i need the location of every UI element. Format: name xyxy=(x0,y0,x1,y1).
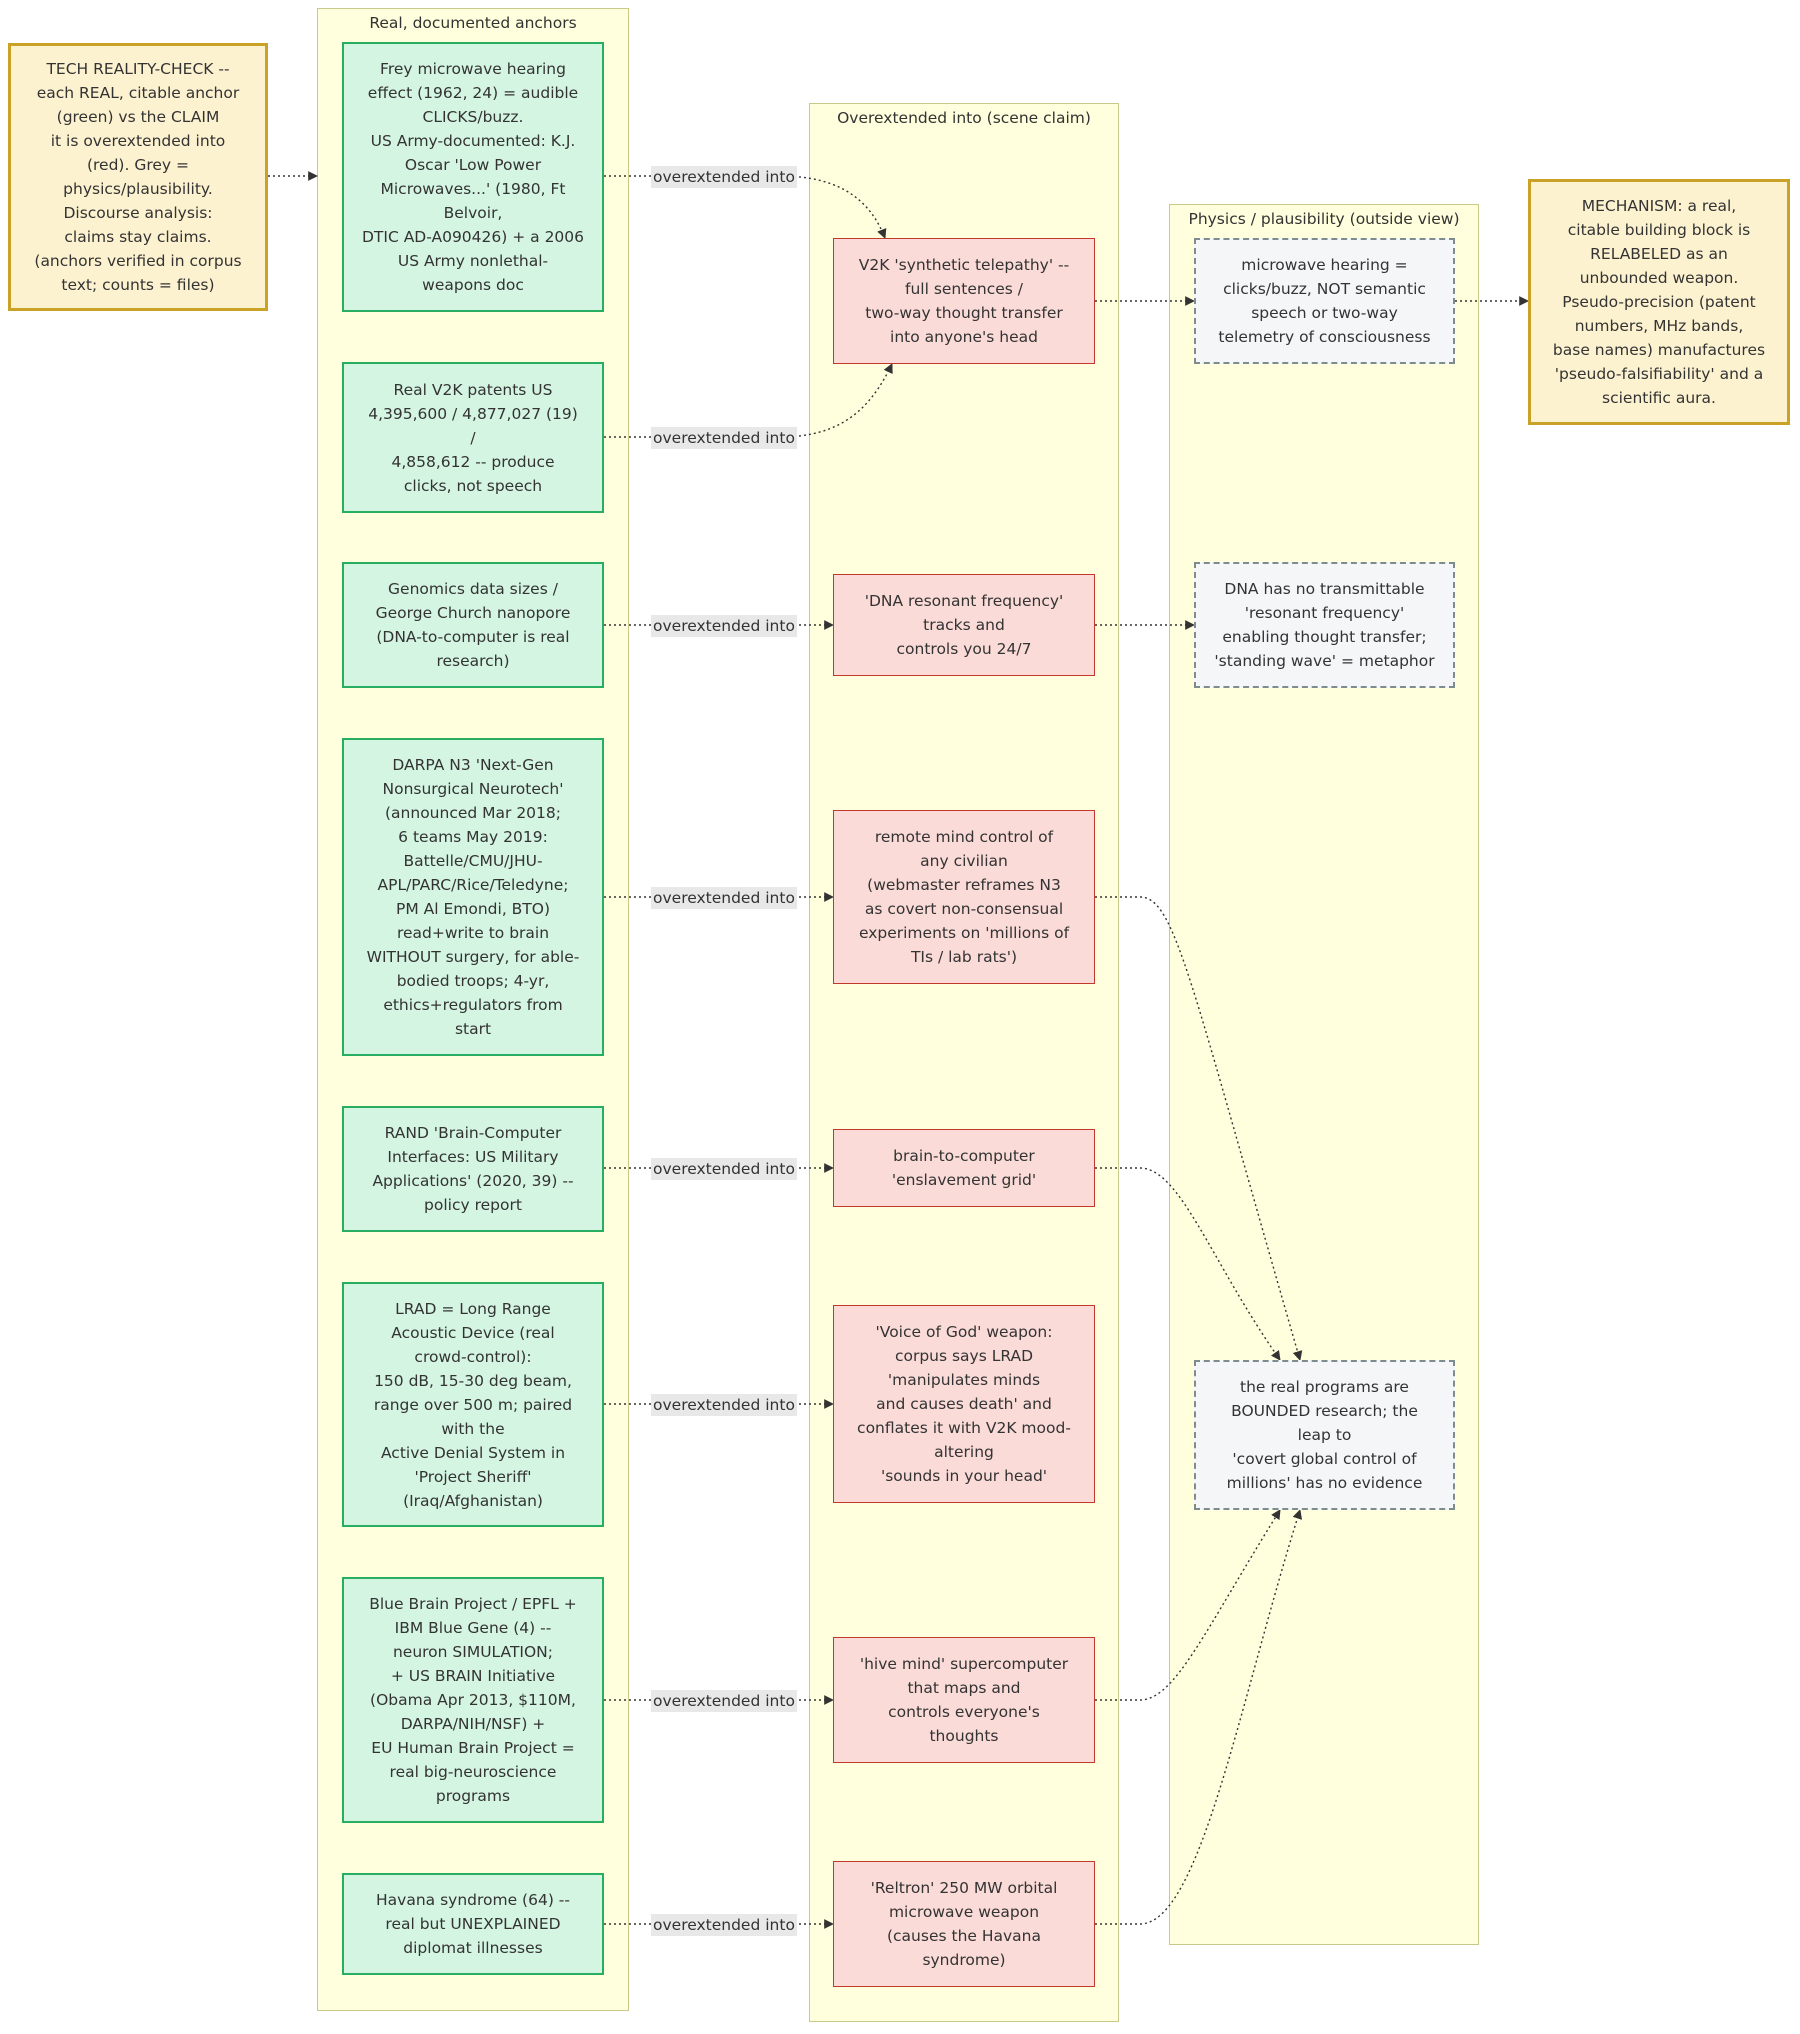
claim-dna-frequency: 'DNA resonant frequency' tracks and cont… xyxy=(833,574,1095,676)
anchor-rand-text: RAND 'Brain-Computer Interfaces: US Mili… xyxy=(372,1124,574,1214)
edge-label-patents: overextended into xyxy=(651,427,797,449)
physics-microwave-hearing: microwave hearing = clicks/buzz, NOT sem… xyxy=(1194,238,1455,364)
claim-voice-of-god: 'Voice of God' weapon: corpus says LRAD … xyxy=(833,1305,1095,1503)
mechanism-note: MECHANISM: a real, citable building bloc… xyxy=(1528,179,1790,425)
edge-frey-to-v2k xyxy=(604,175,887,239)
claim-grid-text: brain-to-computer 'enslavement grid' xyxy=(891,1147,1037,1189)
claim-hive-text: 'hive mind' supercomputer that maps and … xyxy=(859,1655,1069,1745)
edge-label-havana: overextended into xyxy=(651,1914,797,1936)
anchor-lrad-text: LRAD = Long Range Acoustic Device (real … xyxy=(373,1299,573,1510)
edge-reltron-to-bounded xyxy=(1095,1509,1303,1925)
mechanism-text: MECHANISM: a real, citable building bloc… xyxy=(1552,197,1766,407)
anchor-v2k-patents: Real V2K patents US 4,395,600 / 4,877,02… xyxy=(342,362,604,513)
physics-dna-resonance: DNA has no transmittable 'resonant frequ… xyxy=(1194,562,1455,688)
edge-label-lrad: overextended into xyxy=(651,1394,797,1416)
claim-mindcontrol-text: remote mind control of any civilian (web… xyxy=(858,828,1070,966)
anchor-frey-microwave: Frey microwave hearing effect (1962, 24)… xyxy=(342,42,604,312)
anchor-darpa-n3: DARPA N3 'Next-Gen Nonsurgical Neurotech… xyxy=(342,738,604,1056)
claims-cluster-title: Overextended into (scene claim) xyxy=(837,109,1091,127)
anchor-bluebrain-text: Blue Brain Project / EPFL + IBM Blue Gen… xyxy=(369,1595,577,1805)
claim-v2k-telepathy: V2K 'synthetic telepathy' -- full senten… xyxy=(833,238,1095,364)
claim-reltron-text: 'Reltron' 250 MW orbital microwave weapo… xyxy=(870,1879,1058,1969)
anchor-patents-text: Real V2K patents US 4,395,600 / 4,877,02… xyxy=(368,380,578,495)
physics-microwave-text: microwave hearing = clicks/buzz, NOT sem… xyxy=(1218,256,1431,346)
edge-label-genomics: overextended into xyxy=(651,615,797,637)
physics-cluster-title: Physics / plausibility (outside view) xyxy=(1188,210,1460,228)
claim-v2k-text: V2K 'synthetic telepathy' -- full senten… xyxy=(858,256,1070,346)
anchor-lrad: LRAD = Long Range Acoustic Device (real … xyxy=(342,1282,604,1527)
anchor-genomics: Genomics data sizes / George Church nano… xyxy=(342,562,604,688)
anchor-darpa-text: DARPA N3 'Next-Gen Nonsurgical Neurotech… xyxy=(366,756,580,1038)
claim-dna-text: 'DNA resonant frequency' tracks and cont… xyxy=(864,592,1064,658)
edge-label-rand: overextended into xyxy=(651,1158,797,1180)
claim-enslavement-grid: brain-to-computer 'enslavement grid' xyxy=(833,1129,1095,1207)
edge-mindcontrol-to-bounded xyxy=(1095,896,1303,1361)
physics-cluster: Physics / plausibility (outside view) xyxy=(1169,204,1479,1945)
claim-reltron: 'Reltron' 250 MW orbital microwave weapo… xyxy=(833,1861,1095,1987)
reality-check-note: TECH REALITY-CHECK -- each REAL, citable… xyxy=(8,43,268,311)
anchor-genomics-text: Genomics data sizes / George Church nano… xyxy=(375,580,571,670)
claim-hive-mind: 'hive mind' supercomputer that maps and … xyxy=(833,1637,1095,1763)
edge-grid-to-bounded xyxy=(1095,1167,1281,1361)
physics-bounded-text: the real programs are BOUNDED research; … xyxy=(1226,1378,1423,1492)
edge-label-bluebrain: overextended into xyxy=(651,1690,797,1712)
anchor-havana-text: Havana syndrome (64) -- real but UNEXPLA… xyxy=(376,1891,570,1957)
anchor-blue-brain: Blue Brain Project / EPFL + IBM Blue Gen… xyxy=(342,1577,604,1823)
anchor-rand-report: RAND 'Brain-Computer Interfaces: US Mili… xyxy=(342,1106,604,1232)
edge-label-darpa: overextended into xyxy=(651,887,797,909)
reality-check-text: TECH REALITY-CHECK -- each REAL, citable… xyxy=(34,60,242,294)
claim-voice-text: 'Voice of God' weapon: corpus says LRAD … xyxy=(857,1323,1071,1485)
claim-mind-control: remote mind control of any civilian (web… xyxy=(833,810,1095,984)
edge-hive-to-bounded xyxy=(1095,1509,1281,1701)
physics-bounded-research: the real programs are BOUNDED research; … xyxy=(1194,1360,1455,1510)
anchors-cluster-title: Real, documented anchors xyxy=(369,14,577,32)
anchor-frey-text: Frey microwave hearing effect (1962, 24)… xyxy=(361,60,585,294)
anchor-havana: Havana syndrome (64) -- real but UNEXPLA… xyxy=(342,1873,604,1975)
edge-label-frey: overextended into xyxy=(651,166,797,188)
physics-dna-text: DNA has no transmittable 'resonant frequ… xyxy=(1214,580,1435,670)
